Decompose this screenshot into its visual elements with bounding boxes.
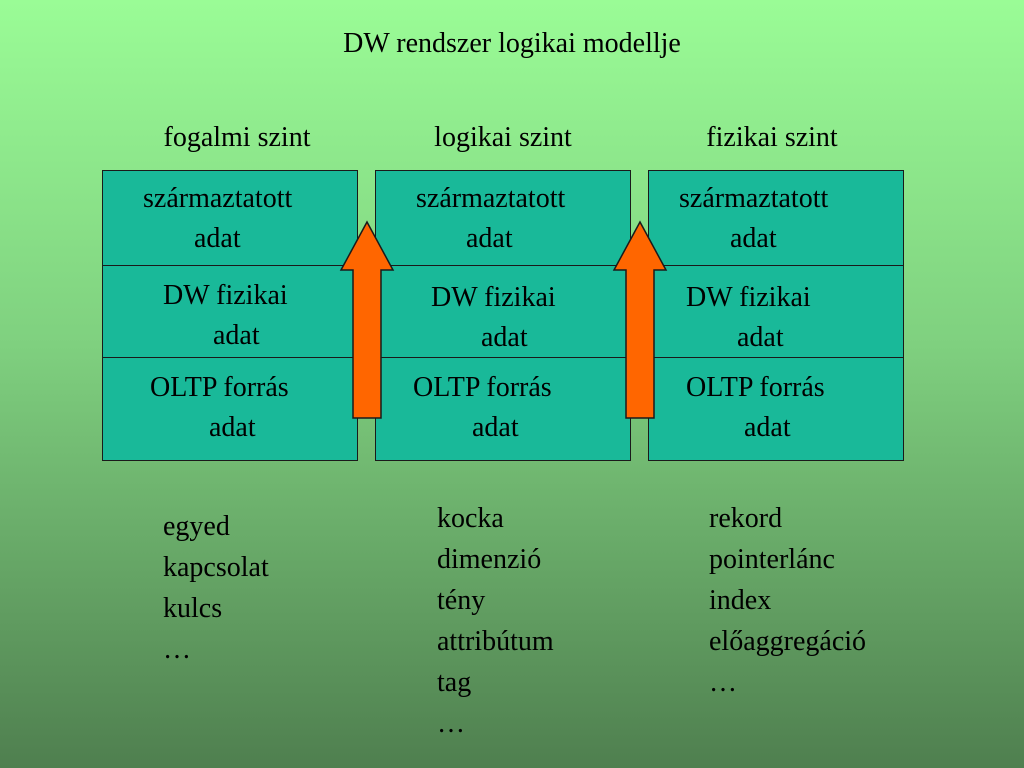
cell-derived-data: származtatott adat [376,179,630,265]
cell-oltp-source-data: OLTP forrás adat [649,357,903,461]
list-item: tény [437,585,486,616]
cell-text: adat [466,223,513,254]
cell-text: adat [213,320,260,351]
cell-derived-data: származtatott adat [103,179,357,265]
cell-dw-physical-data: DW fizikai adat [376,265,630,357]
cell-text: adat [744,412,791,443]
cell-text: OLTP forrás [686,372,825,403]
list-item: … [709,667,737,698]
cell-text: adat [472,412,519,443]
cell-text: OLTP forrás [413,372,552,403]
list-item: … [437,708,465,739]
up-arrow-icon [339,220,395,419]
list-item: index [709,585,772,616]
cell-text: származtatott [416,183,566,214]
column-label-physical: fizikai szint [706,122,838,153]
cell-text: DW fizikai [163,280,288,311]
term-list-conceptual: egyed kapcsolat kulcs … [163,506,269,670]
cell-derived-data: származtatott adat [649,179,903,265]
term-list-logical: kocka dimenzió tény attribútum tag … [437,498,554,744]
cell-text: adat [209,412,256,443]
cell-text: adat [730,223,777,254]
list-item: egyed [163,511,230,542]
column-label-logical: logikai szint [434,122,572,153]
list-item: … [163,634,191,665]
cell-text: DW fizikai [431,282,556,313]
cell-text: OLTP forrás [150,372,289,403]
cell-text: származtatott [143,183,293,214]
cell-text: adat [737,322,784,353]
list-item: kocka [437,503,504,534]
list-item: tag [437,667,472,698]
list-item: kapcsolat [163,552,269,583]
cell-oltp-source-data: OLTP forrás adat [376,357,630,461]
cell-text: adat [481,322,528,353]
cell-oltp-source-data: OLTP forrás adat [103,357,357,461]
cell-dw-physical-data: DW fizikai adat [649,265,903,357]
stack-physical: származtatott adat DW fizikai adat OLTP … [648,170,904,461]
list-item: kulcs [163,593,223,624]
list-item: attribútum [437,626,554,657]
cell-dw-physical-data: DW fizikai adat [103,265,357,357]
up-arrow-icon [612,220,668,419]
column-label-conceptual: fogalmi szint [163,122,311,153]
cell-text: DW fizikai [686,282,811,313]
cell-text: származtatott [679,183,829,214]
list-item: pointerlánc [709,544,835,575]
diagram-title: DW rendszer logikai modellje [343,28,681,59]
stack-logical: származtatott adat DW fizikai adat OLTP … [375,170,631,461]
stack-conceptual: származtatott adat DW fizikai adat OLTP … [102,170,358,461]
term-list-physical: rekord pointerlánc index előaggregáció … [709,498,866,703]
list-item: előaggregáció [709,626,867,657]
cell-text: adat [194,223,241,254]
list-item: rekord [709,503,783,534]
list-item: dimenzió [437,544,542,575]
